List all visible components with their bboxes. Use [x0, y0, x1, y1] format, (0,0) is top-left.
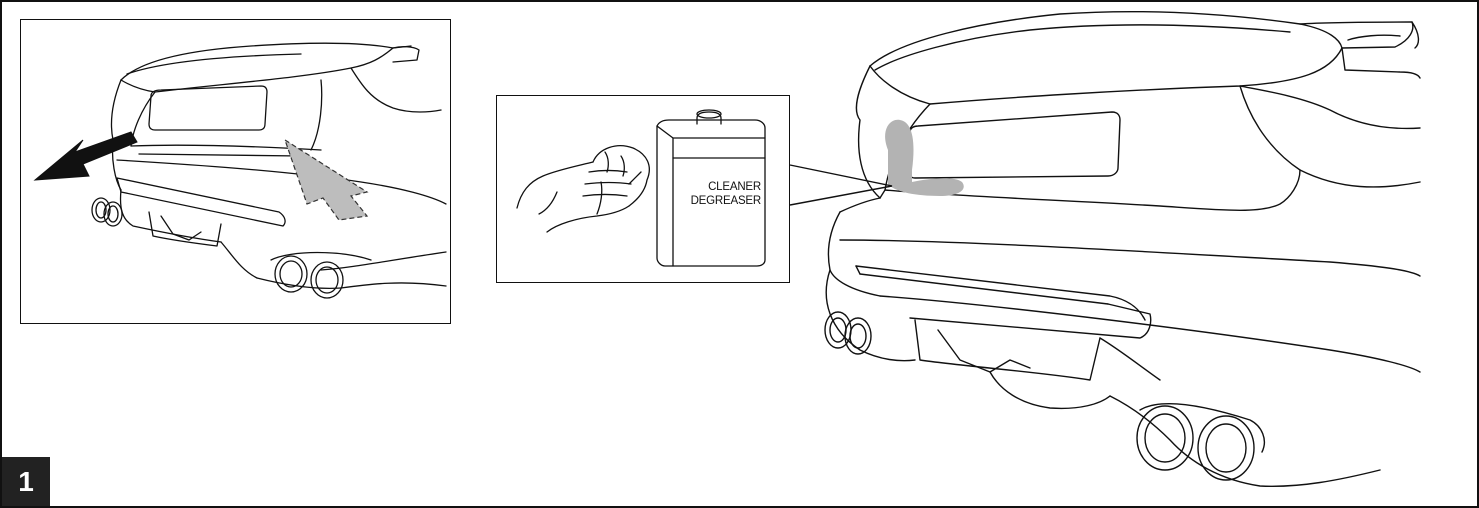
dashed-arrow-icon	[285, 140, 367, 220]
inset-application-location	[20, 19, 451, 324]
can-label-line-2: DEGREASER	[677, 194, 761, 208]
step-number-badge: 1	[2, 457, 50, 506]
can-label-line-1: CLEANER	[677, 180, 761, 194]
arrow-icon	[35, 132, 137, 180]
inset-clean-surface: CLEANER DEGREASER	[496, 95, 790, 283]
clean-area-highlight	[885, 120, 964, 196]
car-rear-inset-illustration	[21, 20, 452, 325]
cleaner-can-label: CLEANER DEGREASER	[677, 180, 761, 208]
